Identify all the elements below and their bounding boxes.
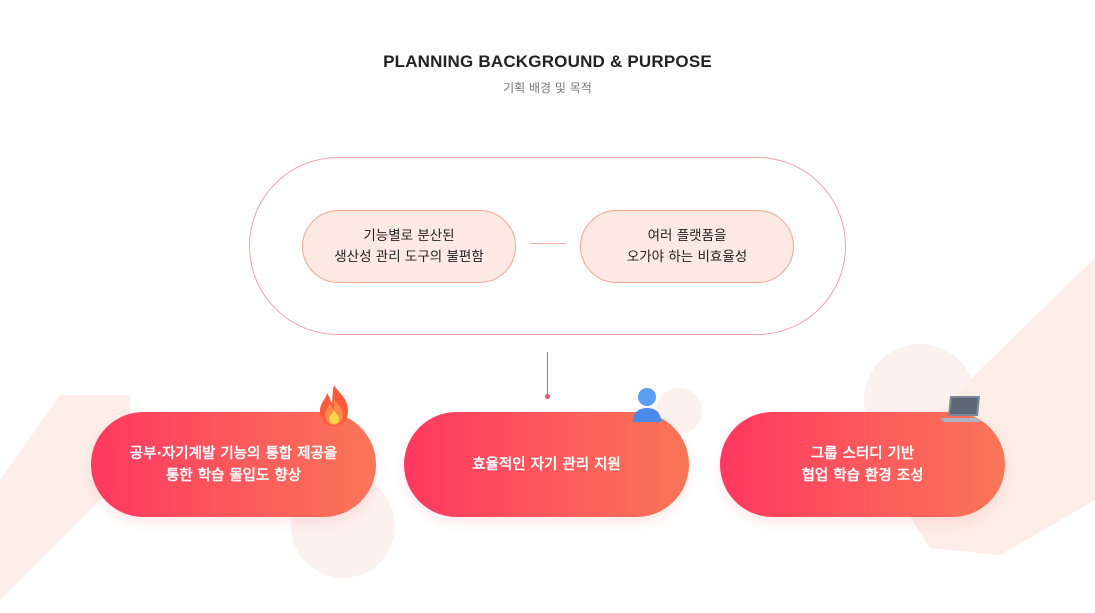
laptop-icon <box>940 396 982 422</box>
page-subtitle: 기획 배경 및 목적 <box>503 81 592 95</box>
page-title: PLANNING BACKGROUND & PURPOSE <box>383 52 712 71</box>
problem-line: 오가야 하는 비효율성 <box>626 248 748 265</box>
purpose-line: 그룹 스터디 기반 <box>810 445 915 462</box>
problem-pill: 기능별로 분산된 생산성 관리 도구의 불편함 <box>302 210 516 283</box>
problem-line: 생산성 관리 도구의 불편함 <box>334 248 484 265</box>
user-icon <box>633 388 661 422</box>
fire-icon <box>320 385 348 426</box>
problem-pill: 여러 플랫폼을 오가야 하는 비효율성 <box>580 210 794 283</box>
problem-line: 기능별로 분산된 <box>363 227 455 244</box>
purpose-pill: 공부·자기계발 기능의 통합 제공을 통한 학습 몰입도 향상 <box>91 412 376 517</box>
connector-dot <box>545 394 550 399</box>
purpose-pill: 그룹 스터디 기반 협업 학습 환경 조성 <box>720 412 1005 517</box>
purpose-line: 효율적인 자기 관리 지원 <box>472 456 621 473</box>
purpose-pill: 효율적인 자기 관리 지원 <box>404 412 689 517</box>
problem-line: 여러 플랫폼을 <box>647 227 727 244</box>
connector-line <box>547 352 548 396</box>
purpose-line: 공부·자기계발 기능의 통합 제공을 <box>129 445 338 462</box>
purpose-line: 통한 학습 몰입도 향상 <box>165 467 302 484</box>
connector-line <box>530 243 566 244</box>
purpose-line: 협업 학습 환경 조성 <box>801 467 924 484</box>
